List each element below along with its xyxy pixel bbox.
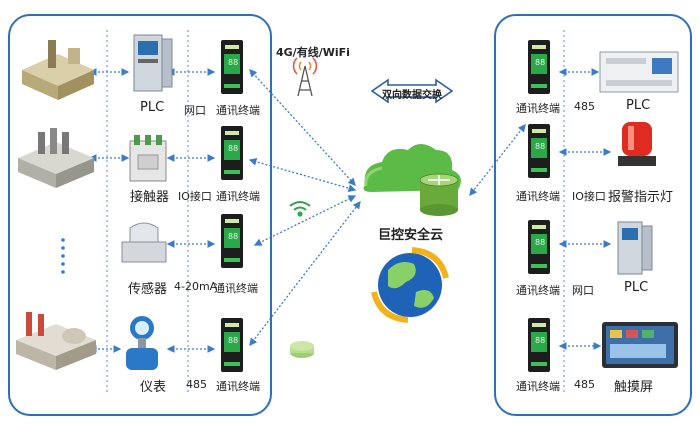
left-port-label-4-20ma: 4-20mA [174, 280, 218, 293]
touchscreen-device [602, 322, 678, 368]
terminal-screen: 88 [228, 336, 239, 345]
right-device-label-touchscreen: 触摸屏 [614, 380, 654, 395]
cloud-links [248, 69, 526, 347]
plc-device-right-2 [617, 221, 653, 275]
left-terminal-label-3: 通讯终端 [214, 282, 258, 295]
comm-terminal-left-3: 88 [221, 214, 243, 268]
wireless-label: 4G/有线/WiFi [276, 46, 350, 59]
left-terminal-label-2: 通讯终端 [216, 190, 260, 203]
cloud-label: 巨控安全云 [378, 228, 444, 243]
left-terminal-label-1: 通讯终端 [216, 104, 260, 117]
terminal-screen: 88 [228, 58, 239, 67]
right-port-label-485-2: 485 [574, 378, 595, 391]
vertical-guides [106, 30, 565, 395]
left-device-label-plc: PLC [140, 100, 165, 115]
tower-icon [292, 57, 318, 97]
comm-terminal-left-4: 88 [221, 318, 243, 372]
comm-terminal-right-2: 88 [528, 124, 550, 178]
meter-device [126, 316, 158, 370]
comm-terminal-left-2: 88 [221, 126, 243, 180]
terminal-screen: 88 [535, 58, 546, 67]
left-device-label-meter: 仪表 [140, 380, 167, 395]
sensor-device [121, 222, 167, 263]
left-port-label-ethernet: 网口 [184, 104, 206, 117]
right-terminal-label-4: 通讯终端 [516, 380, 560, 393]
right-port-label-ethernet: 网口 [572, 284, 594, 297]
right-terminal-label-1: 通讯终端 [516, 102, 560, 115]
right-terminal-label-3: 通讯终端 [516, 284, 560, 297]
right-terminal-label-2: 通讯终端 [516, 190, 560, 203]
factory-icon-2 [18, 128, 94, 188]
left-port-label-io: IO接口 [178, 190, 212, 203]
left-terminal-label-4: 通讯终端 [216, 380, 260, 393]
contactor-device [129, 135, 167, 182]
wifi-icon [289, 201, 311, 217]
terminal-screen: 88 [535, 336, 546, 345]
terminal-screen: 88 [535, 238, 546, 247]
ellipsis-dots [61, 238, 65, 274]
right-device-label-plc-2: PLC [624, 280, 649, 295]
right-device-label-plc-1: PLC [626, 98, 651, 113]
plc-device-left [133, 34, 173, 92]
exchange-label: 双向数据交换 [382, 90, 442, 101]
terminal-screen: 88 [535, 142, 546, 151]
comm-terminal-right-4: 88 [528, 318, 550, 372]
left-port-label-485: 485 [186, 378, 207, 391]
comm-terminal-right-1: 88 [528, 40, 550, 94]
left-device-label-contactor: 接触器 [130, 190, 170, 205]
right-device-label-alarm-light: 报警指示灯 [608, 190, 674, 205]
globe-icon [371, 247, 449, 323]
right-port-label-io: IO接口 [572, 190, 606, 203]
right-panel [494, 14, 692, 416]
right-port-label-485-1: 485 [574, 100, 595, 113]
comm-terminal-right-3: 88 [528, 220, 550, 274]
right-links [558, 68, 612, 350]
factory-icon-1 [22, 40, 94, 100]
alarm-light-device [618, 122, 656, 166]
terminal-screen: 88 [228, 232, 239, 241]
router-icon [419, 173, 459, 216]
comm-terminal-left-1: 88 [221, 40, 243, 94]
factory-icon-3 [16, 312, 96, 370]
left-device-label-sensor: 传感器 [128, 282, 168, 297]
exchange-arrow [370, 78, 454, 104]
router-small-icon [290, 341, 314, 358]
plc-device-right-1 [599, 51, 679, 93]
terminal-screen: 88 [228, 144, 239, 153]
